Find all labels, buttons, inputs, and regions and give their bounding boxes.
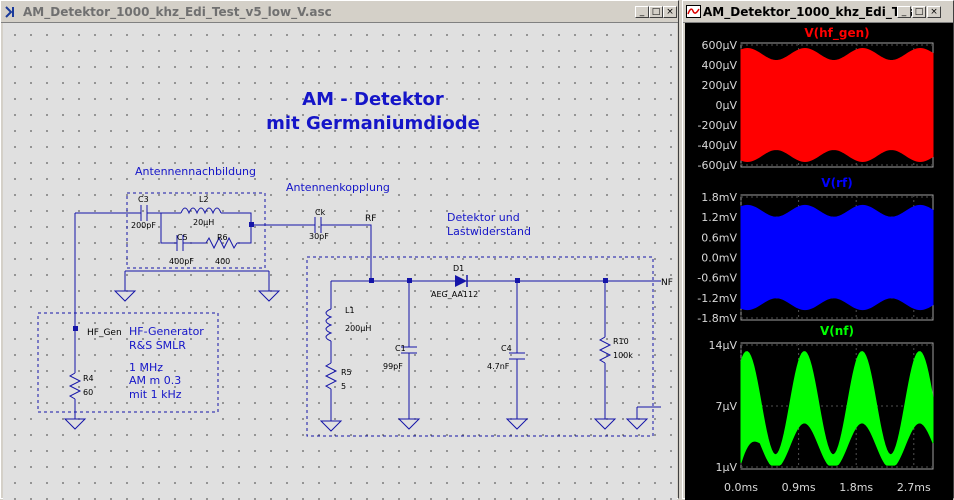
r4-name: R4 <box>83 374 94 383</box>
c3-value: 200pF <box>131 221 156 230</box>
antenna-comment: Antennennachbildung <box>135 165 256 178</box>
l2-name: L2 <box>199 195 209 204</box>
waveform-plot-area[interactable]: 600µV 400µV 200µV 0µV -200µV -400µV -600µV V(hf… <box>685 23 953 500</box>
ck-value: 30pF <box>309 232 329 241</box>
y-tick-label: 600µV <box>701 39 737 52</box>
x-tick-label: 1.8ms <box>839 481 873 494</box>
detector-comment-2: Lastwiderstand <box>447 225 531 238</box>
generator-comment-3: 1 MHz <box>129 361 163 374</box>
c4-name: C4 <box>501 344 512 353</box>
c1-name: C1 <box>395 344 406 353</box>
y-tick-label: 1.2mV <box>701 211 737 224</box>
schematic-titlebar[interactable]: AM_Detektor_1000_khz_Edi_Test_v5_low_V.a… <box>1 1 678 23</box>
waveform-titlebar[interactable]: AM_Detektor_1000_khz_Edi_Test _ □ × <box>683 1 953 23</box>
y-tick-label: 0µV <box>715 99 737 112</box>
c1-value: 99pF <box>383 362 403 371</box>
schematic-window-title: AM_Detektor_1000_khz_Edi_Test_v5_low_V.a… <box>23 5 332 19</box>
ck-name: Ck <box>315 208 326 217</box>
y-tick-label: 200µV <box>701 79 737 92</box>
net-label-hfgen[interactable]: HF_Gen <box>87 328 122 338</box>
net-label-nf[interactable]: NF <box>661 278 673 288</box>
coupling-comment: Antennenkopplung <box>286 181 390 194</box>
waveform-plots[interactable]: 600µV 400µV 200µV 0µV -200µV -400µV -600µV V(hf… <box>685 23 953 500</box>
schematic-heading-2: mit Germaniumdiode <box>266 113 480 134</box>
y-tick-label: 0.0mV <box>701 252 737 265</box>
waveform-maximize-button[interactable]: □ <box>912 6 926 18</box>
diode-symbol[interactable] <box>455 275 467 287</box>
antenna-model-box <box>126 192 266 269</box>
r6-value: 400 <box>215 257 230 266</box>
l1-name: L1 <box>345 306 355 315</box>
l2-value: 20µH <box>193 218 214 227</box>
r10-value: 100k <box>613 351 633 360</box>
generator-comment-2: R&S SMLR <box>129 339 186 352</box>
net-label-rf[interactable]: RF <box>365 214 376 224</box>
r5-name: R5 <box>341 368 352 377</box>
r6-name: R6 <box>217 233 228 242</box>
y-tick-label: 0.6mV <box>701 231 737 244</box>
detector-box <box>306 256 654 437</box>
y-tick-label: -1.2mV <box>697 292 737 305</box>
r10-name: R10 <box>613 337 629 346</box>
schematic-app-icon <box>5 6 14 18</box>
generator-comment-4: AM m 0.3 <box>129 374 181 387</box>
generator-box <box>37 312 219 413</box>
c3-name: C3 <box>138 195 149 204</box>
trace-title: V(rf) <box>821 176 852 190</box>
trace-rf <box>740 204 934 311</box>
maximize-button[interactable]: □ <box>649 6 663 18</box>
generator-comment-1: HF-Generator <box>129 325 204 338</box>
x-tick-label: 2.7ms <box>897 481 931 494</box>
schematic-heading-1: AM - Detektor <box>302 89 444 110</box>
c5-name: C5 <box>177 233 188 242</box>
x-tick-label: 0.0ms <box>724 481 758 494</box>
waveform-close-button[interactable]: × <box>927 6 941 18</box>
y-tick-label: -600µV <box>698 159 738 172</box>
waveform-app-icon <box>686 5 701 18</box>
r4-value: 60 <box>83 388 93 397</box>
y-tick-label: -0.6mV <box>697 272 737 285</box>
generator-comment-5: mit 1 kHz <box>129 388 182 401</box>
d1-name: D1 <box>453 264 464 273</box>
y-tick-label: 7µV <box>715 400 737 413</box>
trace-title: V(hf_gen) <box>804 26 869 41</box>
y-tick-label: 14µV <box>708 339 737 352</box>
trace-hf-gen <box>740 47 934 163</box>
waveform-minimize-button[interactable]: _ <box>897 6 911 18</box>
x-tick-label: 0.9ms <box>782 481 816 494</box>
y-tick-label: 400µV <box>701 59 737 72</box>
schematic-canvas[interactable]: AM - Detektor mit Germaniumdiode Antenne… <box>3 23 677 500</box>
c5-value: 400pF <box>169 257 194 266</box>
y-tick-label: -200µV <box>698 119 738 132</box>
detector-comment-1: Detektor und <box>447 211 520 224</box>
close-button[interactable]: × <box>663 6 677 18</box>
y-tick-label: -400µV <box>698 139 738 152</box>
d1-value: AEG_AA112 <box>431 290 478 299</box>
waveform-window-title: AM_Detektor_1000_khz_Edi_Test <box>703 5 920 19</box>
y-tick-label: 1.8mV <box>701 191 737 204</box>
trace-nf <box>740 351 934 466</box>
r5-value: 5 <box>341 382 346 391</box>
c4-value: 4.7nF <box>487 362 510 371</box>
waveform-window: AM_Detektor_1000_khz_Edi_Test _ □ × 600µ… <box>682 0 954 500</box>
minimize-button[interactable]: _ <box>635 6 649 18</box>
schematic-window: AM_Detektor_1000_khz_Edi_Test_v5_low_V.a… <box>0 0 679 500</box>
y-tick-label: -1.8mV <box>697 312 737 325</box>
trace-title: V(nf) <box>820 324 854 338</box>
l1-value: 200µH <box>345 324 371 333</box>
y-tick-label: 1µV <box>715 461 737 474</box>
